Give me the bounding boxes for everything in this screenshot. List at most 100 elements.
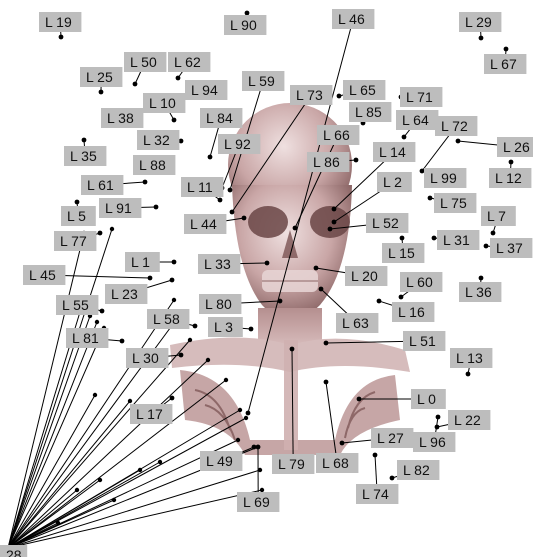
annotation-label-l63: L 63 (336, 313, 378, 333)
annotation-label-l94: L 94 (185, 80, 227, 100)
label-text: L 7 (487, 208, 506, 224)
label-text: L 81 (72, 330, 99, 346)
anchor-dot (172, 260, 177, 265)
anchor-dot (110, 227, 114, 231)
anchor-dot (319, 287, 324, 292)
anchor-dot (324, 380, 329, 385)
anchor-dot (293, 226, 298, 231)
anchor-dot (509, 160, 514, 165)
label-text: L 88 (139, 157, 166, 173)
anchor-dot (432, 236, 437, 241)
annotation-label-l72: L 72 (435, 116, 477, 136)
label-text: L 44 (190, 216, 217, 232)
annotation-label-l49: L 49 (200, 451, 242, 471)
anchor-dot (466, 372, 471, 377)
anchor-dot (260, 488, 264, 492)
anchor-dot (354, 158, 359, 163)
anchor-dot (314, 266, 319, 271)
anchor-dot (75, 200, 80, 205)
annotation-label-l33: L 33 (198, 254, 240, 274)
label-text: L 82 (403, 462, 430, 478)
annotation-label-l1: L 1 (125, 252, 160, 272)
label-text: L 94 (191, 82, 218, 98)
annotation-label-l90: L 90 (224, 15, 266, 35)
anchor-dot (208, 155, 213, 160)
anchor-dot (479, 36, 484, 41)
label-text: L 22 (454, 412, 481, 428)
anchor-dot (400, 236, 405, 241)
label-text: L 5 (67, 208, 86, 224)
anchor-dot (148, 276, 153, 281)
annotation-label-l35: L 35 (64, 146, 106, 166)
label-text: L 12 (495, 170, 522, 186)
anchor-dot (133, 82, 138, 87)
label-text: L 13 (456, 350, 483, 366)
label-text: L 68 (322, 455, 349, 471)
anchor-dot (390, 476, 395, 481)
annotation-label-l69: L 69 (237, 492, 279, 512)
annotation-label-l16: L 16 (392, 302, 434, 322)
label-text: L 3 (214, 319, 233, 335)
anchor-dot (373, 453, 378, 458)
annotation-label-l2: L 2 (377, 172, 412, 192)
anchor-dot (170, 278, 175, 283)
annotation-label-l64: L 64 (396, 110, 438, 130)
label-text: L 26 (503, 139, 530, 155)
annotation-label-l73: L 73 (290, 85, 332, 105)
label-text: L 66 (323, 127, 350, 143)
anchor-dot (170, 396, 175, 401)
anchor-dot (245, 11, 250, 16)
label-text: L 45 (29, 267, 56, 283)
anchor-dot (143, 180, 148, 185)
annotation-label-l55: L 55 (56, 295, 98, 315)
fan-leader-line (8, 410, 240, 548)
annotation-label-l96: L 96 (413, 432, 455, 452)
label-text: 28 (6, 547, 22, 557)
anchor-dot (193, 324, 198, 329)
label-text: L 84 (206, 110, 233, 126)
anchor-dot (75, 488, 79, 492)
annotation-label-l31: L 31 (437, 230, 479, 250)
anchor-dot (456, 139, 461, 144)
label-text: L 61 (87, 177, 114, 193)
label-text: L 17 (136, 406, 163, 422)
label-text: L 16 (398, 304, 425, 320)
anchor-dot (256, 445, 261, 450)
annotation-label-l29: L 29 (459, 12, 501, 32)
anchor-dot (340, 441, 345, 446)
anchor-dot (428, 196, 433, 201)
annotation-label-l0: L 0 (411, 389, 446, 409)
annotation-label-l17: L 17 (130, 404, 172, 424)
annotation-label-l20: L 20 (345, 266, 387, 286)
annotation-label-l99: L 99 (424, 168, 466, 188)
label-text: L 58 (153, 311, 180, 327)
label-text: L 11 (187, 179, 213, 195)
label-text: L 0 (417, 391, 436, 407)
annotation-label-l68: L 68 (316, 453, 358, 473)
annotation-label-l37: L 37 (490, 238, 532, 258)
anchor-dot (230, 210, 235, 215)
label-text: L 14 (379, 144, 406, 160)
annotation-label-l88: L 88 (133, 155, 175, 175)
label-text: L 29 (465, 14, 492, 30)
annotation-label-l44: L 44 (184, 214, 226, 234)
label-text: L 60 (406, 274, 433, 290)
label-text: L 20 (351, 268, 378, 284)
anchor-dot (179, 353, 184, 358)
annotation-label-l82: L 82 (397, 460, 439, 480)
label-text: L 85 (355, 104, 382, 120)
anchor-dot (154, 205, 159, 210)
anchor-dot (328, 227, 333, 232)
fan-leader-line (8, 360, 208, 548)
annotation-label-l61: L 61 (81, 175, 123, 195)
label-text: L 59 (248, 73, 275, 89)
annotation-label-l3: L 3 (208, 317, 243, 337)
anchor-dot (479, 276, 484, 281)
anchor-dot (188, 338, 192, 342)
annotation-label-l50: L 50 (124, 52, 166, 72)
anchor-dot (504, 47, 509, 52)
anchor-dot (59, 35, 64, 40)
annotation-label-l7: L 7 (481, 206, 516, 226)
annotation-label-l60: L 60 (400, 272, 442, 292)
annotation-label-l10: L 10 (143, 93, 185, 113)
